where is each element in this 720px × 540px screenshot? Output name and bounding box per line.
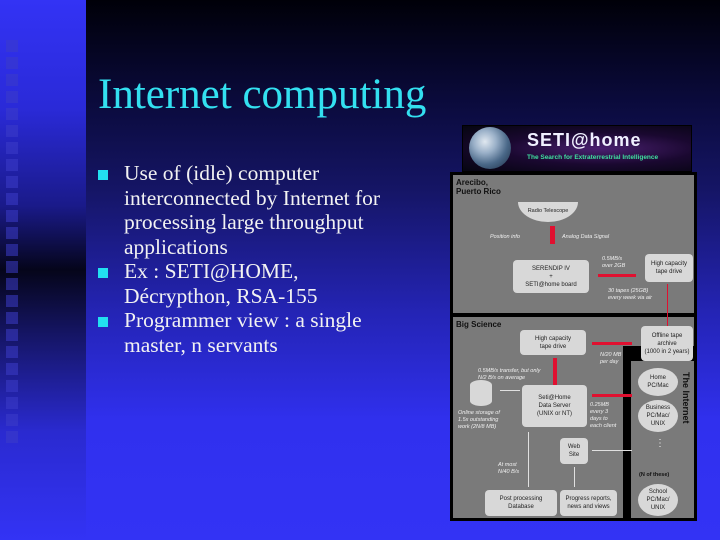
red-arrow-right bbox=[598, 274, 636, 277]
seti-banner-image: SETI@home The Search for Extraterrestria… bbox=[462, 125, 692, 172]
strip-square bbox=[6, 142, 18, 154]
banner-title: SETI@home bbox=[527, 130, 642, 150]
tape-drive-top-box: High capacity tape drive bbox=[645, 254, 693, 282]
strip-square bbox=[6, 176, 18, 188]
rate-mid-note: 0.5MB/s transfer, but only N/2 B/s on av… bbox=[478, 368, 541, 381]
strip-square bbox=[6, 108, 18, 120]
serendip-box: SERENDIP IV + SETI@home board bbox=[513, 260, 589, 293]
strip-square bbox=[6, 125, 18, 137]
globe-icon bbox=[469, 127, 511, 169]
online-storage-note: Online storage of 1.5x outstanding work … bbox=[458, 410, 500, 430]
red-arrow-both bbox=[592, 394, 632, 397]
red-arrow-down bbox=[550, 226, 555, 244]
strip-square bbox=[6, 57, 18, 69]
white-arrow-db bbox=[500, 390, 520, 391]
position-info-note: Position info bbox=[490, 234, 520, 240]
left-decorative-strip bbox=[0, 0, 86, 540]
strip-squares bbox=[6, 40, 18, 448]
seti-architecture-diagram: Arecibo, Puerto Rico Big Science The Int… bbox=[450, 172, 697, 521]
radio-telescope-icon: Radio Telescope bbox=[518, 202, 578, 222]
at-most-note: At most N/40 B/s bbox=[498, 462, 520, 475]
bullet-text: Use of (idle) computer interconnected by… bbox=[124, 161, 381, 259]
data-server-box: Seti@Home Data Server (UNIX or NT) bbox=[522, 385, 587, 427]
white-arrow-progress bbox=[574, 467, 575, 487]
bullet-text: Programmer view : a single master, n ser… bbox=[124, 308, 362, 357]
strip-square bbox=[6, 244, 18, 256]
strip-square bbox=[6, 193, 18, 205]
tape-drive-mid-box: High capacity tape drive bbox=[520, 330, 586, 355]
bullet-list: Use of (idle) computer interconnected by… bbox=[96, 161, 436, 357]
database-cylinder-icon bbox=[470, 380, 492, 406]
red-arrow-down-mid bbox=[553, 358, 557, 386]
home-pc-node: Home PC/Mac bbox=[638, 368, 678, 396]
strip-square bbox=[6, 40, 18, 52]
bullet-square-icon bbox=[98, 170, 108, 180]
arecibo-label: Arecibo, Puerto Rico bbox=[456, 178, 501, 196]
strip-square bbox=[6, 431, 18, 443]
bullet-text: Ex : SETI@HOME, Décrypthon, RSA-155 bbox=[124, 259, 318, 308]
strip-square bbox=[6, 363, 18, 375]
slide-title: Internet computing bbox=[98, 71, 427, 118]
strip-square bbox=[6, 414, 18, 426]
bullet-square-icon bbox=[98, 317, 108, 327]
progress-reports-box: Progress reports, news and views bbox=[560, 490, 617, 516]
post-processing-box: Post processing Database bbox=[485, 490, 557, 516]
client-rate-note: 0.25MB every 3 days to each client bbox=[590, 402, 617, 429]
bullet-item: Ex : SETI@HOME, Décrypthon, RSA-155 bbox=[96, 259, 436, 308]
strip-square bbox=[6, 346, 18, 358]
strip-square bbox=[6, 295, 18, 307]
banner-subtitle: The Search for Extraterrestrial Intellig… bbox=[527, 154, 659, 161]
ellipsis-dots: ⋮ bbox=[655, 438, 665, 449]
white-arrow-web bbox=[592, 450, 632, 451]
strip-square bbox=[6, 159, 18, 171]
strip-square bbox=[6, 210, 18, 222]
bullet-item: Use of (idle) computer interconnected by… bbox=[96, 161, 436, 259]
tapes-note: 30 tapes (25GB) every week via air bbox=[608, 288, 653, 301]
offline-archive-box: Offline tape archive (1000 in 2 years) bbox=[641, 326, 693, 361]
strip-square bbox=[6, 397, 18, 409]
per-day-note: N/20 MB per day bbox=[600, 352, 622, 365]
rate-top-note: 0.5MB/s over 2GB bbox=[602, 256, 626, 269]
big-science-label: Big Science bbox=[456, 320, 502, 329]
bullet-item: Programmer view : a single master, n ser… bbox=[96, 308, 436, 357]
white-arrow-vertical bbox=[528, 432, 529, 487]
analog-signal-note: Analog Data Signal bbox=[562, 234, 610, 240]
bullet-square-icon bbox=[98, 268, 108, 278]
business-pc-node: Business PC/Mac/ UNIX bbox=[638, 400, 678, 432]
strip-square bbox=[6, 380, 18, 392]
n-of-these-label: (N of these) bbox=[639, 472, 670, 478]
strip-square bbox=[6, 227, 18, 239]
strip-square bbox=[6, 329, 18, 341]
school-pc-node: School PC/Mac/ UNIX bbox=[638, 484, 678, 516]
red-dotted-arrow bbox=[667, 284, 668, 334]
web-site-box: Web Site bbox=[560, 438, 588, 464]
strip-square bbox=[6, 278, 18, 290]
internet-label: The Internet bbox=[681, 372, 691, 424]
strip-square bbox=[6, 261, 18, 273]
red-arrow-left bbox=[592, 342, 632, 345]
strip-square bbox=[6, 312, 18, 324]
strip-square bbox=[6, 74, 18, 86]
strip-square bbox=[6, 91, 18, 103]
